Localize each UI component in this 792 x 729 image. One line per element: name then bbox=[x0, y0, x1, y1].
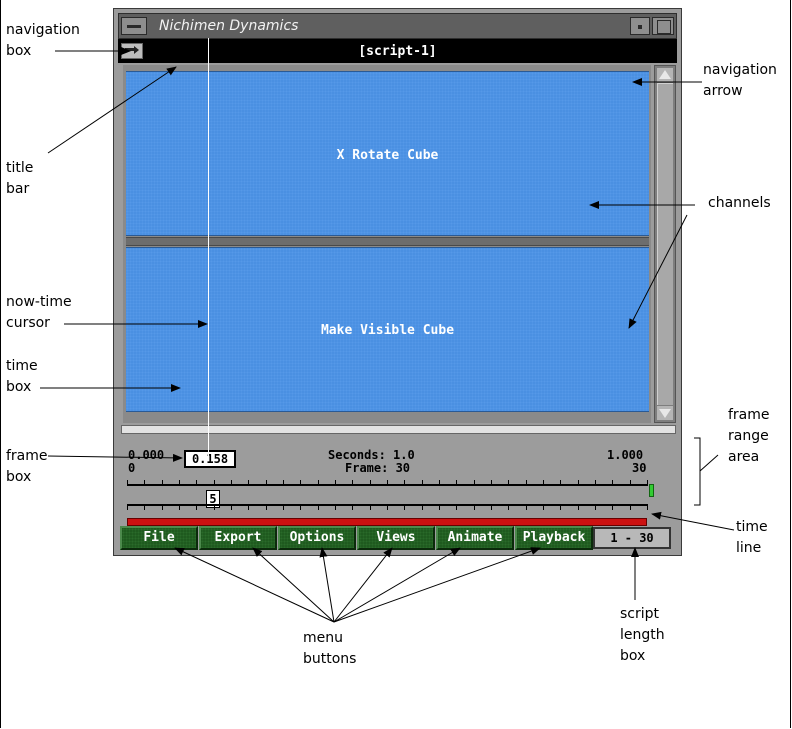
time-line[interactable] bbox=[127, 518, 647, 526]
channel-divider bbox=[126, 237, 649, 246]
frame-label: Frame: 30 bbox=[345, 461, 411, 475]
frame-range-area: 0.000 0 0.158 Seconds: 1.0 Frame: 30 1.0… bbox=[121, 436, 676, 526]
time-box[interactable]: 0.158 bbox=[184, 450, 236, 468]
menu-bar: File Export Options Views Animate Playba… bbox=[118, 526, 679, 551]
annotation-menu-buttons: menu buttons bbox=[303, 630, 357, 667]
annotation-script-length-box: script length box bbox=[620, 606, 665, 664]
channel[interactable]: X Rotate Cube bbox=[126, 71, 649, 236]
seconds-label: Seconds: 1.0 bbox=[328, 448, 415, 462]
export-menu-button[interactable]: Export bbox=[199, 526, 277, 550]
nichimen-window: Nichimen Dynamics [script-1] X Rotate Cu… bbox=[113, 8, 682, 556]
scroll-down-arrow-icon[interactable] bbox=[657, 406, 673, 420]
annotation-navigation-box: navigation box bbox=[6, 22, 80, 59]
window-titlebar[interactable]: Nichimen Dynamics bbox=[118, 13, 677, 39]
range-start-frame: 0 bbox=[128, 461, 136, 475]
playback-menu-button[interactable]: Playback bbox=[515, 526, 593, 550]
frame-box[interactable]: 5 bbox=[206, 490, 220, 508]
annotation-time-line: time line bbox=[736, 519, 768, 556]
end-marker[interactable] bbox=[649, 484, 654, 497]
annotation-time-box: time box bbox=[6, 358, 38, 395]
annotation-now-time-cursor: now-time cursor bbox=[6, 294, 72, 331]
range-end-frame: 30 bbox=[632, 461, 647, 475]
channel-label: Make Visible Cube bbox=[320, 323, 455, 338]
range-end-seconds: 1.000 bbox=[607, 448, 644, 462]
channels-area: X Rotate Cube Make Visible Cube bbox=[123, 65, 651, 423]
channel-scrollbar[interactable] bbox=[654, 65, 676, 423]
window-menu-icon[interactable] bbox=[121, 17, 147, 35]
annotation-frame-box: frame box bbox=[6, 448, 48, 485]
maximize-icon[interactable] bbox=[652, 17, 674, 35]
channel-resize-bar[interactable] bbox=[121, 425, 676, 434]
script-title: [script-1] bbox=[358, 44, 437, 59]
window-title: Nichimen Dynamics bbox=[159, 18, 299, 34]
scroll-up-arrow-icon[interactable] bbox=[657, 68, 673, 82]
script-title-bar: [script-1] bbox=[118, 39, 677, 63]
annotation-frame-range-area: frame range area bbox=[728, 407, 770, 465]
annotation-navigation-arrow: navigation arrow bbox=[703, 62, 777, 99]
frame-ruler-top[interactable] bbox=[127, 480, 648, 488]
options-menu-button[interactable]: Options bbox=[278, 526, 356, 550]
minimize-icon[interactable] bbox=[630, 17, 650, 35]
animate-menu-button[interactable]: Animate bbox=[436, 526, 514, 550]
annotation-title-bar: title bar bbox=[6, 160, 34, 197]
file-menu-button[interactable]: File bbox=[120, 526, 198, 550]
annotation-channels: channels bbox=[708, 195, 771, 211]
range-start-seconds: 0.000 bbox=[128, 448, 165, 462]
channel-label: X Rotate Cube bbox=[336, 148, 439, 163]
views-menu-button[interactable]: Views bbox=[357, 526, 435, 550]
channel[interactable]: Make Visible Cube bbox=[126, 247, 649, 412]
script-length-box[interactable]: 1 - 30 bbox=[593, 527, 671, 549]
frame-ruler-bottom[interactable] bbox=[127, 504, 648, 512]
now-time-cursor[interactable] bbox=[208, 38, 209, 460]
scroll-thumb[interactable] bbox=[657, 83, 673, 405]
